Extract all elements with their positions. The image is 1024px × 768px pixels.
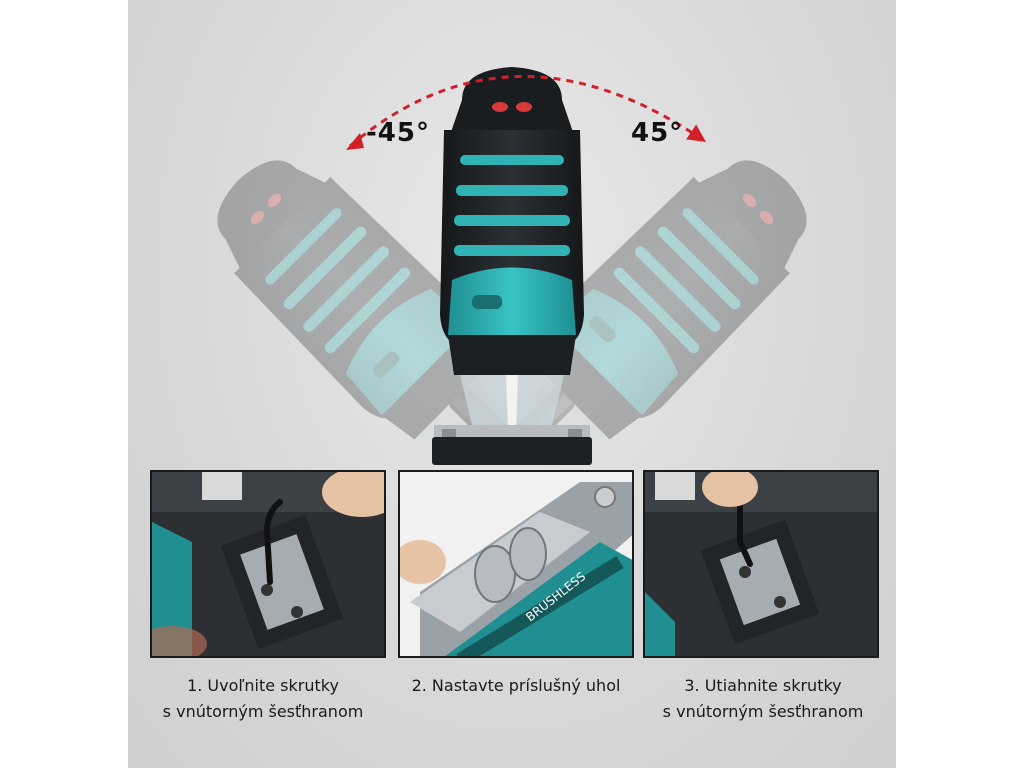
jigsaw-bevel-illustration bbox=[181, 67, 843, 465]
step-1-line-1: 1. Uvoľnite skrutky bbox=[187, 676, 339, 695]
step-3-photo bbox=[643, 470, 879, 658]
step-1-photo bbox=[150, 470, 386, 658]
step-3-line-2: s vnútorným šesťhranom bbox=[662, 702, 864, 721]
angle-adjust-icon: BRUSHLESS bbox=[400, 472, 632, 656]
step-3-caption: 3. Utiahnite skrutky s vnútorným šesťhra… bbox=[638, 673, 888, 725]
step-1-line-2: s vnútorným šesťhranom bbox=[162, 702, 364, 721]
angle-left-label: -45° bbox=[366, 118, 430, 148]
step-2-line-1: 2. Nastavte príslušný uhol bbox=[411, 676, 621, 695]
hex-key-loosen-icon bbox=[152, 472, 384, 656]
product-panel: -45° 45° BRUSHLESS bbox=[128, 0, 896, 768]
step-3-line-1: 3. Utiahnite skrutky bbox=[684, 676, 842, 695]
step-2-photo: BRUSHLESS bbox=[398, 470, 634, 658]
hex-key-tighten-icon bbox=[645, 472, 877, 656]
step-2-caption: 2. Nastavte príslušný uhol bbox=[396, 673, 636, 699]
step-1-caption: 1. Uvoľnite skrutky s vnútorným šesťhran… bbox=[146, 673, 380, 725]
angle-right-label: 45° bbox=[631, 118, 684, 148]
